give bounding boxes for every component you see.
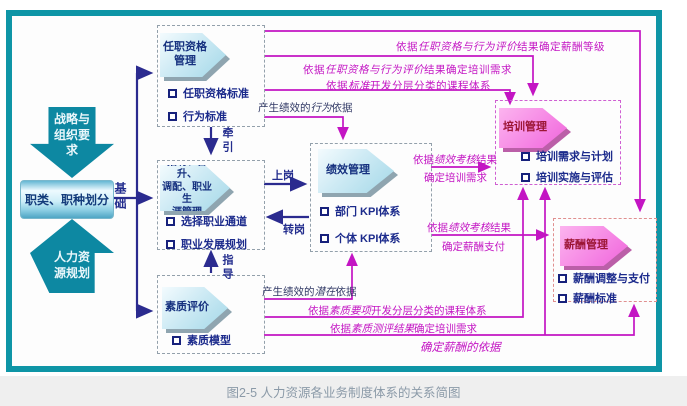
shanggang-label: 上岗: [272, 170, 294, 182]
list-item: 选择职业通道: [166, 213, 247, 229]
compensation-box: [553, 218, 657, 302]
edge-qual-to-compensation: [264, 30, 646, 213]
list-item: 行为标准: [168, 108, 249, 124]
foundation-label: 基础: [113, 182, 127, 212]
list-item: 培训实施与评估: [521, 169, 613, 185]
compensation-title: 薪酬管理: [564, 239, 608, 252]
edge-label-quality-course: 依据素质要项开发分层分类的课程体系: [308, 305, 487, 317]
list-item: 职业发展规划: [166, 236, 247, 252]
qualification-title: 任职资格 管理: [163, 41, 207, 67]
square-bullet-icon: [166, 239, 175, 249]
competency-items: 素质模型: [172, 332, 231, 355]
square-bullet-icon: [320, 233, 329, 243]
list-item: 个体 KPI体系: [320, 230, 400, 246]
recruitment-title: 招聘、晋升、 调配、职业生 涯管理: [162, 165, 212, 211]
hr-planning-label: 人力资 源规划: [53, 250, 90, 280]
strategy-requirements-label: 战略与 组织要 求: [53, 112, 90, 158]
recruitment-box: [157, 160, 265, 250]
edge-standards-to-training: [264, 89, 516, 106]
qualification-box: [157, 25, 265, 127]
edge-potential-to-performance: [264, 252, 358, 300]
job-division-label: 职类、职种划分: [24, 193, 109, 207]
compensation-shape: 薪酬管理: [560, 226, 632, 270]
training-shape: 培训管理: [499, 108, 571, 152]
edge-label-potential-basis: 产生绩效的潜在依据: [262, 286, 357, 298]
edge-label-salary-grade: 依据任职资格与行为评价结果确定薪酬等级: [396, 41, 605, 53]
edge-label-perf-training-1: 依据绩效考核结果: [413, 154, 497, 166]
competency-title: 素质评价: [165, 301, 209, 314]
square-bullet-icon: [558, 293, 567, 303]
square-bullet-icon: [521, 151, 530, 161]
performance-shape: 绩效管理: [318, 149, 398, 197]
zhidao-label: 指导: [221, 254, 233, 282]
qualification-items: 任职资格标准 行为标准: [168, 85, 249, 131]
figure-caption: 图2-5 人力资源各业务制度体系的关系简图: [226, 386, 461, 400]
edge-label-behavior-basis: 产生绩效的行为依据: [258, 102, 353, 114]
list-item: 培训需求与计划: [521, 148, 613, 164]
zhuangang-label: 转岗: [283, 224, 305, 236]
list-item: 任职资格标准: [168, 85, 249, 101]
edge-label-perf-training-2: 确定培训需求: [424, 172, 487, 184]
edge-label-salary-basis: 确定薪酬的依据: [420, 342, 501, 354]
competency-shape: 素质评价: [162, 287, 232, 333]
training-items: 培训需求与计划 培训实施与评估: [521, 148, 613, 192]
list-item: 部门 KPI体系: [320, 203, 400, 219]
recruitment-items: 选择职业通道 职业发展规划: [166, 213, 247, 259]
recruitment-shape: 招聘、晋升、 调配、职业生 涯管理: [160, 165, 234, 215]
edge-label-training-needs: 依据任职资格与行为评价结果确定培训需求: [303, 64, 512, 76]
training-title: 培训管理: [503, 121, 547, 134]
edge-quality-course-to-training: [264, 186, 529, 318]
square-bullet-icon: [320, 206, 329, 216]
qianyin-label: 牵引: [221, 127, 233, 155]
qualification-shape: 任职资格 管理: [160, 33, 230, 81]
square-bullet-icon: [168, 88, 177, 98]
edge-qual-to-training: [264, 55, 539, 97]
square-bullet-icon: [166, 216, 175, 226]
list-item: 薪酬调整与支付: [558, 270, 650, 286]
job-division-box: 职类、职种划分: [20, 180, 114, 219]
edge-label-perf-salary-1: 依据绩效考核结果: [427, 222, 511, 234]
square-bullet-icon: [558, 273, 567, 283]
square-bullet-icon: [168, 111, 177, 121]
edge-label-quality-training: 依据素质测评结果确定培训需求: [330, 323, 477, 335]
list-item: 薪酬标准: [558, 290, 650, 306]
performance-items: 部门 KPI体系 个体 KPI体系: [320, 203, 400, 253]
compensation-items: 薪酬调整与支付 薪酬标准: [558, 270, 650, 313]
edge-label-course-system: 依据标准开发分层分类的课程体系: [326, 80, 491, 92]
training-box: [495, 100, 621, 185]
square-bullet-icon: [521, 172, 530, 182]
performance-box: [310, 143, 432, 252]
caption-band: [0, 376, 687, 406]
list-item: 素质模型: [172, 332, 231, 348]
edge-label-perf-salary-2: 确定薪酬支付: [442, 241, 505, 253]
edge-behavior-to-performance: [264, 116, 349, 141]
performance-title: 绩效管理: [326, 164, 370, 177]
square-bullet-icon: [172, 335, 181, 345]
competency-box: [157, 275, 265, 354]
edge-basis-to-compensation: [264, 303, 640, 336]
